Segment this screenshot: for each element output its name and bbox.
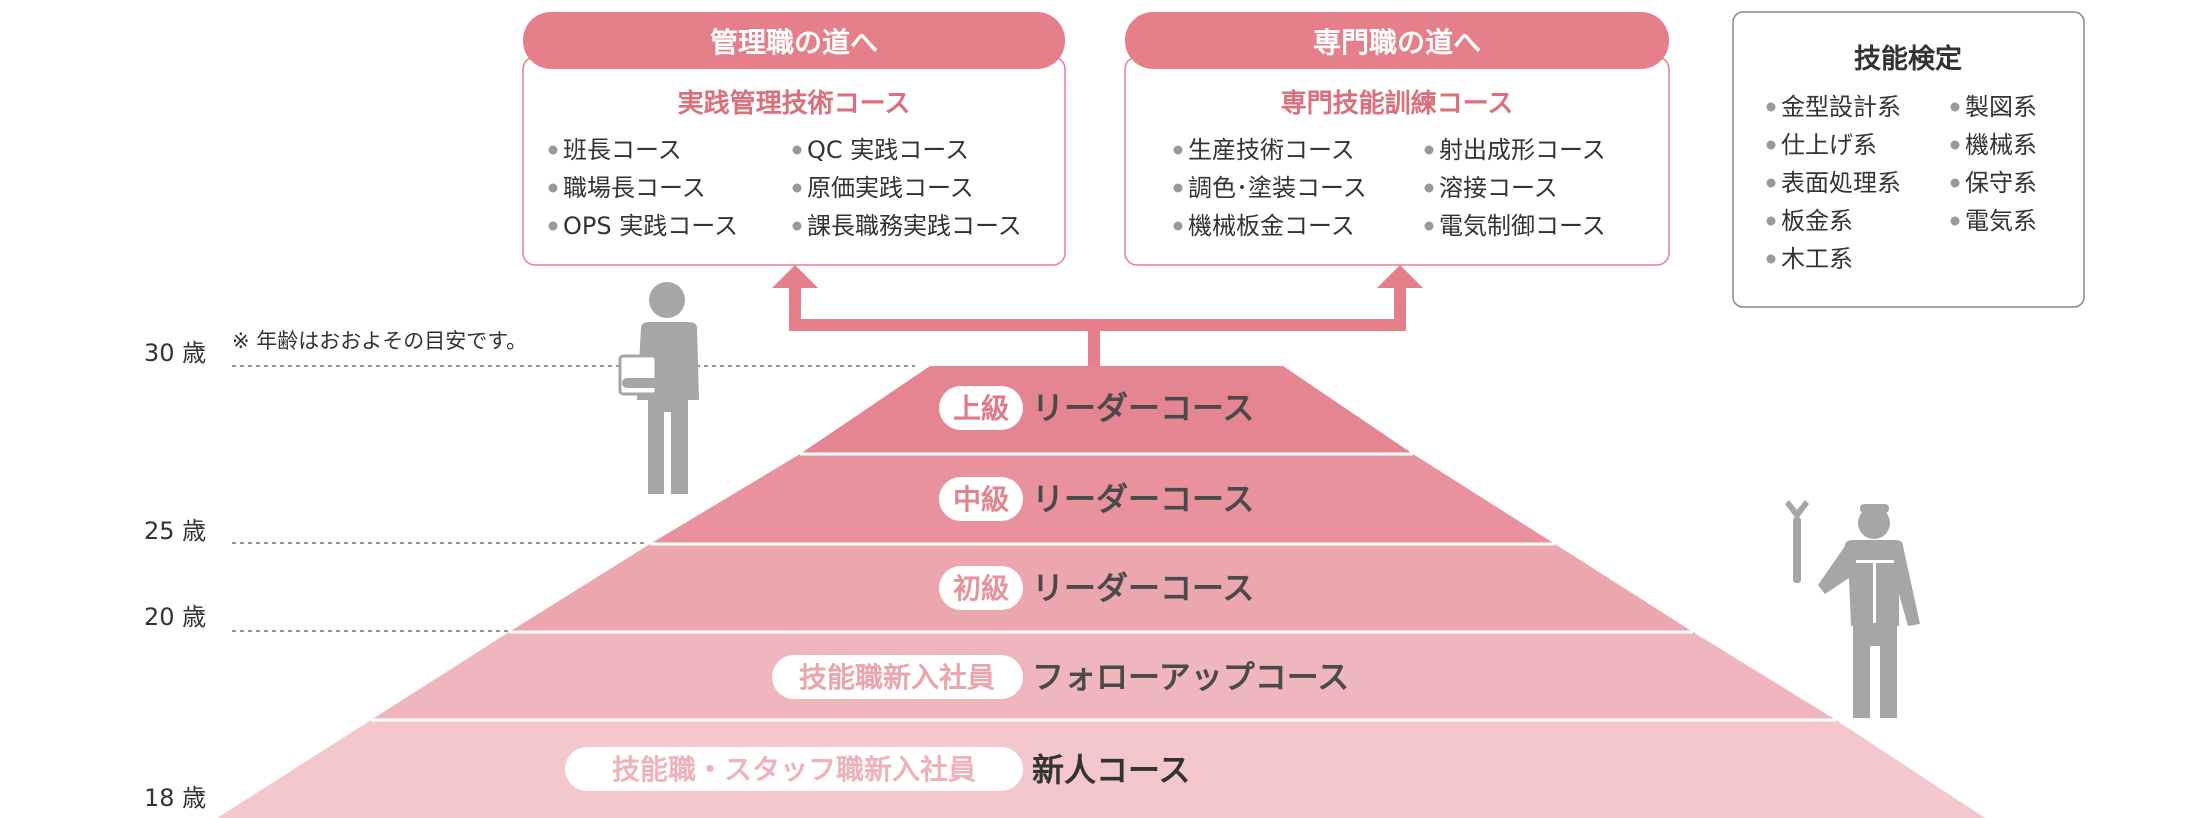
list-item: 木工系 (1781, 245, 1853, 273)
up-arrow-icon (1377, 265, 1423, 288)
level-badge: 中級 (953, 483, 1009, 516)
list-item: 保守系 (1965, 169, 2037, 197)
list-item: 調色･塗装コース (1188, 174, 1367, 202)
level-badge-bg (772, 655, 1023, 699)
pyramid-level-4 (371, 632, 1836, 720)
pyramid: 上級 リーダーコース 中級 リーダーコース 初級 リーダーコース 技能職新入社員… (217, 366, 1985, 818)
pyramid-level-2 (650, 454, 1555, 544)
level-badge-bg (939, 477, 1023, 521)
specialist-header-bar (1125, 12, 1669, 69)
age-label: 30 歳 (144, 339, 206, 367)
list-item: 機械系 (1965, 131, 2037, 159)
list-item: 電気制御コース (1439, 212, 1606, 240)
pyramid-level-3 (509, 544, 1693, 632)
management-box: 管理職の道へ 実践管理技術コース 班長コース 職場長コース OPS 実践コース … (522, 12, 1066, 266)
age-axis: 30 歳 25 歳 20 歳 18 歳 ※ 年齢はおおよその目安です。 (144, 329, 915, 812)
skills-list-left: 金型設計系 仕上げ系 表面処理系 板金系 木工系 (1766, 93, 1901, 273)
level-title: フォローアップコース (1032, 658, 1349, 696)
arrow-right-stem (1394, 287, 1406, 331)
management-list-right: QC 実践コース 原価実践コース 課長職務実践コース (792, 136, 1022, 240)
age-note: ※ 年齢はおおよその目安です。 (232, 329, 527, 353)
list-item: 機械板金コース (1188, 212, 1355, 240)
arrow-stem (1088, 330, 1100, 366)
management-list-left: 班長コース 職場長コース OPS 実践コース (548, 136, 738, 240)
management-header: 管理職の道へ (710, 26, 878, 59)
specialist-subtitle: 専門技能訓練コース (1281, 88, 1514, 119)
list-item: 板金系 (1781, 207, 1853, 235)
list-item: 生産技術コース (1188, 136, 1355, 164)
specialist-list-left: 生産技術コース 調色･塗装コース 機械板金コース (1173, 136, 1367, 240)
up-arrow-icon (772, 265, 818, 288)
person-with-clipboard-icon (618, 282, 699, 494)
skills-title: 技能検定 (1854, 43, 1962, 75)
arrow-left-stem (789, 287, 801, 331)
level-badge-bg (565, 747, 1023, 791)
age-label: 18 歳 (144, 784, 206, 812)
level-badge-bg (939, 566, 1023, 610)
worker-with-wrench-icon (1785, 500, 1920, 718)
list-item: 仕上げ系 (1781, 131, 1877, 159)
specialist-box: 専門職の道へ 専門技能訓練コース 生産技術コース 調色･塗装コース 機械板金コー… (1124, 12, 1670, 266)
level-title: リーダーコース (1032, 389, 1254, 427)
level-badge: 技能職新入社員 (799, 661, 995, 694)
level-title: リーダーコース (1032, 480, 1254, 518)
management-subtitle: 実践管理技術コース (678, 88, 911, 119)
list-item: 原価実践コース (807, 174, 974, 202)
level-badge: 技能職・スタッフ職新入社員 (612, 753, 976, 786)
branch-arrows (772, 265, 1423, 366)
specialist-header: 専門職の道へ (1313, 26, 1481, 59)
pyramid-level-5 (217, 720, 1985, 818)
list-item: 溶接コース (1439, 174, 1558, 202)
skills-box: 技能検定 金型設計系 仕上げ系 表面処理系 板金系 木工系 製図系 機械系 保守… (1732, 11, 2085, 308)
age-label: 20 歳 (144, 603, 206, 631)
level-badge: 初級 (953, 572, 1009, 605)
management-header-bar (523, 12, 1065, 69)
list-item: OPS 実践コース (563, 212, 738, 240)
level-badge: 上級 (953, 392, 1009, 425)
age-label: 25 歳 (144, 517, 206, 545)
list-item: QC 実践コース (807, 136, 969, 164)
list-item: 射出成形コース (1439, 136, 1606, 164)
level-badge-bg (939, 386, 1023, 430)
list-item: 金型設計系 (1781, 93, 1901, 121)
list-item: 班長コース (563, 136, 682, 164)
list-item: 電気系 (1965, 207, 2037, 235)
level-title: 新人コース (1032, 751, 1190, 789)
arrow-branch-bar (789, 319, 1406, 331)
level-title: リーダーコース (1032, 569, 1254, 607)
list-item: 製図系 (1965, 93, 2037, 121)
list-item: 課長職務実践コース (807, 212, 1022, 240)
list-item: 職場長コース (563, 174, 706, 202)
list-item: 表面処理系 (1781, 169, 1901, 197)
skills-list-right: 製図系 機械系 保守系 電気系 (1950, 93, 2037, 235)
specialist-list-right: 射出成形コース 溶接コース 電気制御コース (1424, 136, 1606, 240)
